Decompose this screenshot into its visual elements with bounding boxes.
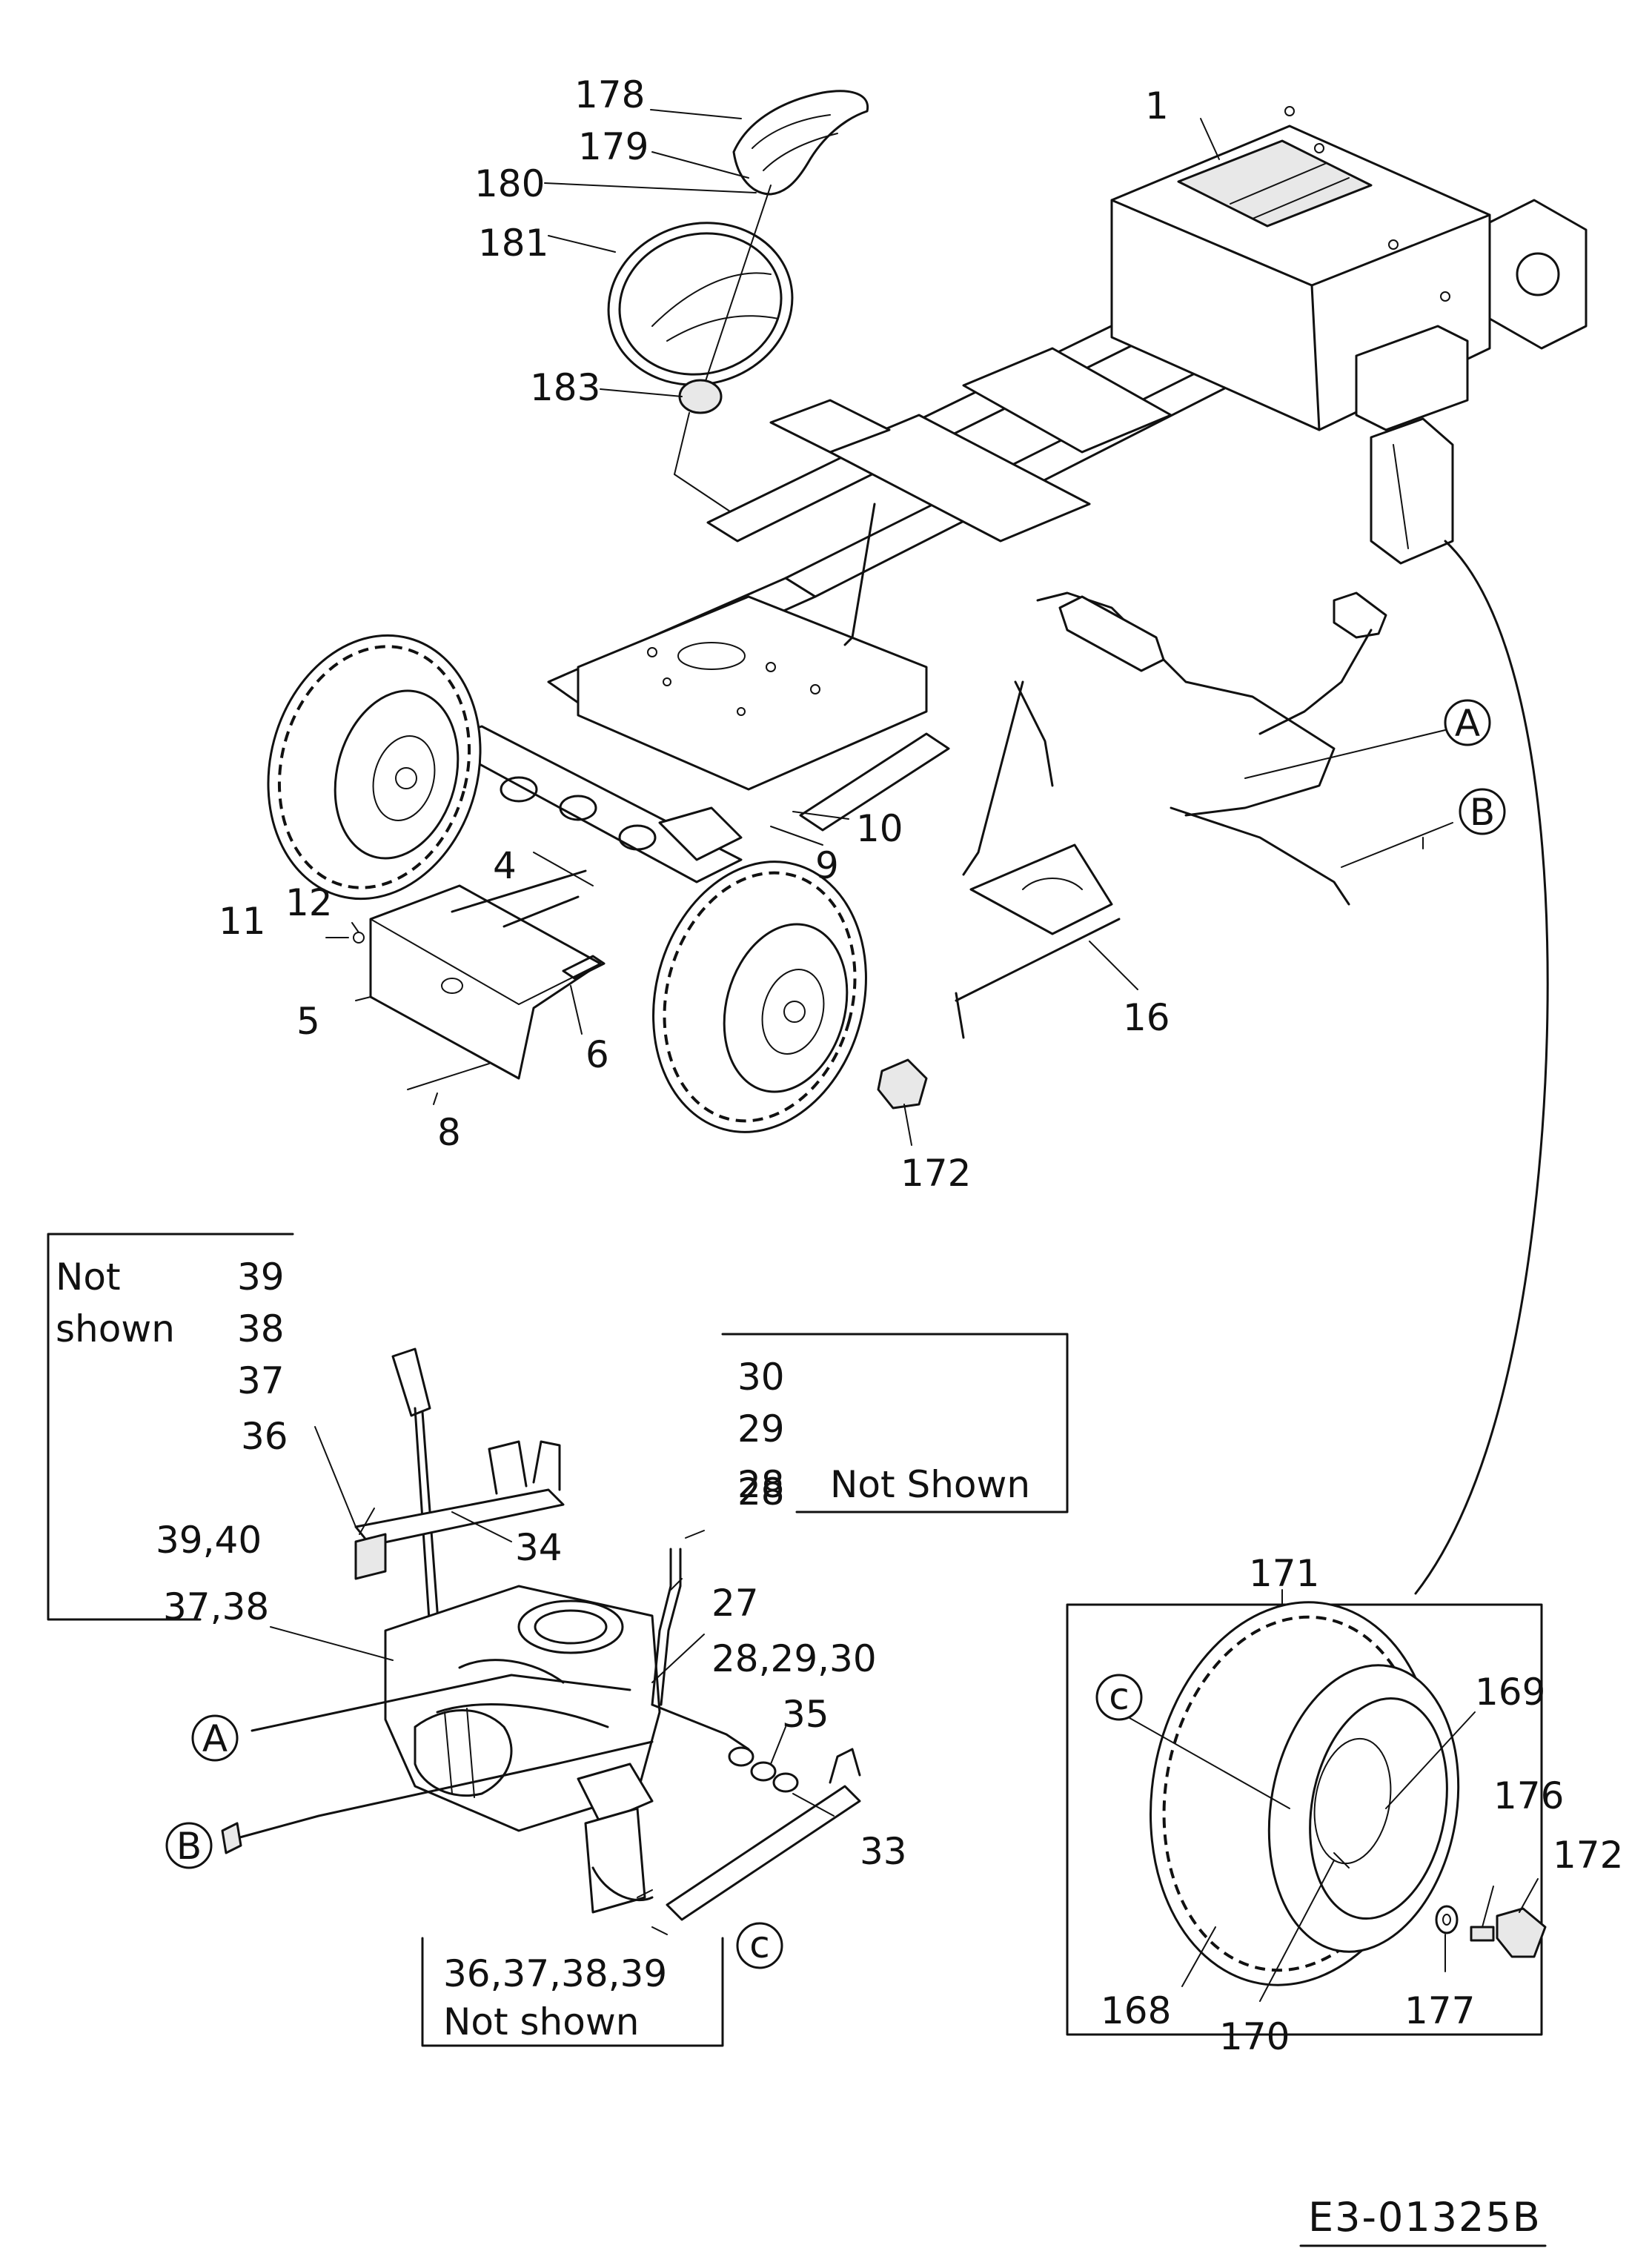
connector-a-bottom: A	[191, 1714, 239, 1762]
steering-wheel	[607, 185, 794, 386]
svg-text:A: A	[202, 1717, 228, 1760]
svg-text:B: B	[1470, 791, 1495, 834]
callout-168: 168	[1101, 1989, 1171, 2032]
cable-lines-bottom	[221, 1674, 654, 1854]
box-right-number-2: 29	[737, 1407, 785, 1450]
callout-35: 35	[782, 1693, 829, 1736]
callout-179: 179	[578, 125, 648, 168]
callout-16: 16	[1123, 996, 1170, 1039]
wheel-nut-top	[877, 1058, 928, 1110]
callout-6: 6	[586, 1033, 609, 1076]
pedal-linkage	[955, 591, 1387, 1039]
washer-177	[1435, 1905, 1459, 1934]
callout-11: 11	[219, 900, 266, 943]
connector-a-top: A	[1444, 699, 1491, 746]
box-right-number-3: 28	[737, 1463, 785, 1506]
svg-text:Not Shown: Not Shown	[830, 1463, 1030, 1506]
callout-12: 12	[285, 881, 333, 924]
svg-text:c: c	[749, 1923, 770, 1966]
svg-text:B: B	[176, 1825, 202, 1868]
connector-c-bottom: c	[736, 1922, 783, 1969]
callout-5: 5	[296, 1000, 320, 1043]
callout-28-29-30: 28,29,30	[711, 1637, 877, 1680]
bolt-176	[1470, 1926, 1495, 1942]
svg-text:Not shown: Not shown	[443, 2000, 639, 2043]
svg-text:shown: shown	[56, 1307, 175, 1350]
callout-177: 177	[1404, 1989, 1475, 2032]
callout-178: 178	[574, 73, 645, 116]
connector-b-top: B	[1459, 788, 1506, 835]
drawing-code: E3-01325B	[1299, 2194, 1547, 2247]
steering-cover	[732, 90, 869, 196]
leader-lines	[270, 109, 1539, 2002]
shift-lever	[391, 1347, 440, 1632]
callout-28: 28	[737, 1470, 785, 1513]
axle-shield	[325, 869, 606, 1090]
rear-wheel-168	[1150, 1601, 1460, 1986]
callout-8: 8	[437, 1111, 461, 1154]
connector-b-bottom: B	[165, 1822, 213, 1869]
wheel-nut-172	[1496, 1907, 1547, 1958]
callout-172-top: 172	[900, 1152, 971, 1195]
callout-33: 33	[860, 1830, 907, 1873]
callout-9: 9	[815, 844, 839, 887]
cable-lines-top	[1244, 729, 1453, 868]
callout-171: 171	[1249, 1552, 1319, 1595]
svg-text:E3-01325B: E3-01325B	[1308, 2194, 1542, 2241]
callout-10: 10	[856, 807, 903, 850]
svg-text:Not: Not	[56, 1256, 121, 1299]
callout-39-40: 39,40	[156, 1519, 262, 1562]
steering-hub	[674, 379, 731, 512]
callout-183: 183	[530, 366, 600, 409]
callout-labels: 1 178 179 180 181 183 4 10 9 11 12 5 6 8…	[156, 73, 1623, 2058]
svg-text:36,37,38,39: 36,37,38,39	[443, 1952, 667, 1995]
callout-1: 1	[1145, 84, 1169, 127]
callout-37-38: 37,38	[163, 1585, 269, 1628]
callout-180: 180	[474, 162, 545, 205]
callout-172-wheel: 172	[1553, 1834, 1623, 1877]
reference-arc	[1414, 540, 1549, 1595]
gear-lever-27	[651, 1548, 682, 1706]
front-right-wheel	[652, 861, 867, 1133]
box-right-number-1: 30	[737, 1356, 785, 1399]
callout-170: 170	[1219, 2015, 1290, 2058]
front-left-wheel	[267, 634, 482, 901]
box-not-shown-left: Not shown 39 38 37	[47, 1233, 294, 1621]
callout-169: 169	[1475, 1671, 1545, 1714]
svg-text:c: c	[1109, 1675, 1129, 1718]
callout-36: 36	[241, 1415, 288, 1458]
transaxle-body	[384, 1585, 661, 1914]
box-left-number-2: 38	[237, 1307, 285, 1350]
box-left-number-3: 37	[237, 1359, 285, 1402]
axle-shaft-35	[651, 1703, 799, 1793]
svg-text:A: A	[1455, 702, 1480, 745]
callout-4: 4	[493, 844, 517, 887]
callout-176: 176	[1493, 1774, 1564, 1817]
box-not-shown-right: 30 29 28 Not Shown	[721, 1333, 1069, 1513]
callout-181: 181	[478, 222, 548, 265]
chassis-frame	[436, 106, 1588, 883]
connector-c-wheel: c	[1095, 1674, 1143, 1721]
lever-bracket-34	[354, 1440, 565, 1580]
box-not-shown-bottom: 36,37,38,39 Not shown	[421, 1937, 724, 2047]
callout-27: 27	[711, 1582, 759, 1625]
box-left-number-1: 39	[237, 1256, 285, 1299]
bracket-33	[637, 1748, 861, 1935]
callout-34: 34	[515, 1526, 563, 1569]
